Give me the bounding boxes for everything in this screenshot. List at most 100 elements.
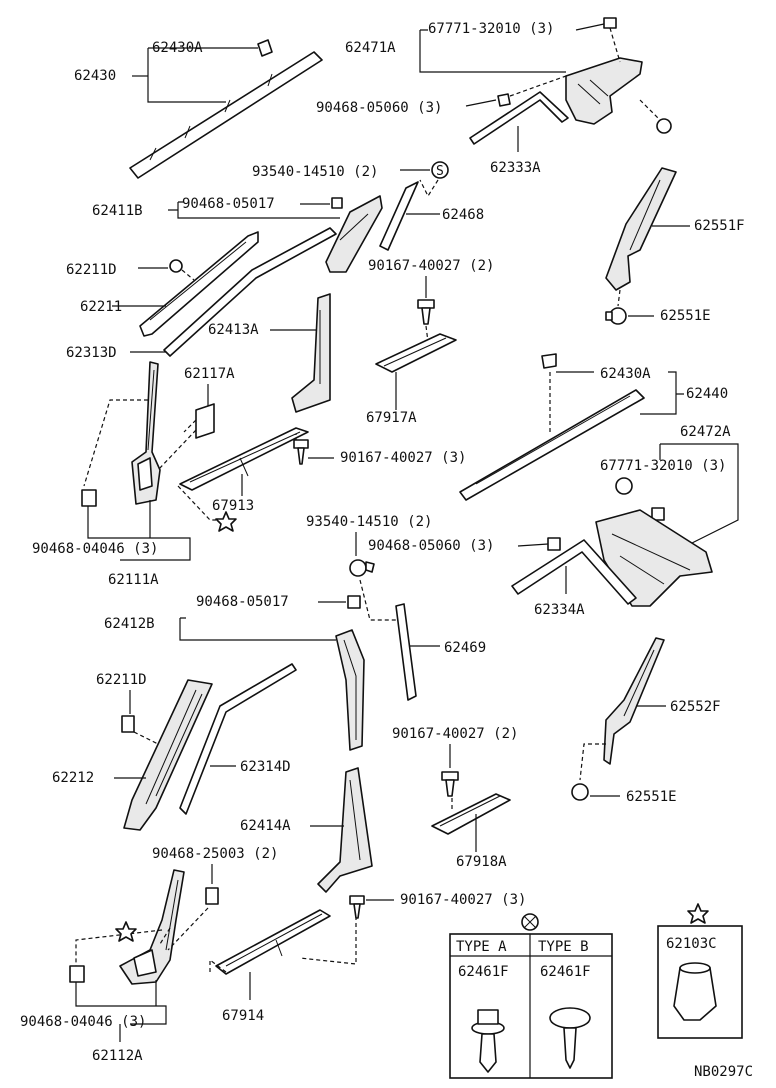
part-67913 — [179, 427, 309, 491]
part-62111A — [131, 361, 161, 505]
part-67914 — [215, 909, 331, 975]
label-62411B: 62411B — [92, 203, 143, 219]
label-62471A: 62471A — [345, 40, 396, 56]
label-62212: 62212 — [52, 770, 94, 786]
part-62333A — [469, 91, 569, 145]
label-90468-05060-mid: 90468-05060 (3) — [368, 538, 494, 554]
label-90468-05060-top: 90468-05060 (3) — [316, 100, 442, 116]
part-62411B — [325, 195, 383, 273]
label-62112A: 62112A — [92, 1048, 143, 1064]
part-62468 — [379, 181, 419, 251]
label-62334A: 62334A — [534, 602, 585, 618]
fastener-type-b — [549, 1007, 591, 1069]
svg-text:S: S — [436, 164, 444, 179]
clip-90468-05017-mid — [347, 595, 361, 609]
label-62551F: 62551F — [694, 218, 745, 234]
label-62412B: 62412B — [104, 616, 155, 632]
label-90167-bot: 90167-40027 (3) — [400, 892, 526, 908]
label-67771-mid: 67771-32010 (3) — [600, 458, 726, 474]
label-62414A: 62414A — [240, 818, 291, 834]
label-67913: 67913 — [212, 498, 254, 514]
label-67918A: 67918A — [456, 854, 507, 870]
label-62211D-top: 62211D — [66, 262, 117, 278]
part-62117A — [195, 403, 215, 439]
clip-62103C-legend-box: 62103C — [657, 925, 743, 1039]
part-62469 — [395, 603, 417, 701]
figure-code: NB0297C — [694, 1064, 753, 1080]
clip-62211D-bot — [121, 715, 135, 733]
label-62552F: 62552F — [670, 699, 721, 715]
clip-90468-05060-top — [497, 93, 511, 107]
label-62211: 62211 — [80, 299, 122, 315]
clip-90468-04046-bot — [69, 965, 85, 983]
label-type-b: TYPE B — [538, 939, 589, 955]
label-90167-mid: 90167-40027 (3) — [340, 450, 466, 466]
part-62112A — [119, 869, 185, 985]
label-62551E-top: 62551E — [660, 308, 711, 324]
type-legend-box: TYPE A TYPE B 62461F 62461F — [449, 933, 613, 1079]
screw-90167-top — [417, 299, 435, 325]
label-62211D-bot: 62211D — [96, 672, 147, 688]
clip-62551E-top — [605, 307, 627, 325]
label-62551E-bot: 62551E — [626, 789, 677, 805]
star-marker-mid — [215, 511, 237, 532]
clip-90468-05060-mid — [547, 537, 561, 551]
label-62103C: 62103C — [666, 936, 717, 952]
label-62461F-b: 62461F — [540, 964, 591, 980]
label-90468-05017-mid: 90468-05017 — [196, 594, 289, 610]
part-62412B — [335, 629, 365, 751]
clip-90468-04046-top — [81, 489, 97, 507]
part-62413A — [291, 293, 331, 413]
label-67771-top: 67771-32010 (3) — [428, 21, 554, 37]
label-62333A: 62333A — [490, 160, 541, 176]
screw-90167-bot — [349, 895, 365, 919]
label-93540-mid: 93540-14510 (2) — [306, 514, 432, 530]
part-62313D — [163, 227, 337, 357]
label-90468-05017-top: 90468-05017 — [182, 196, 275, 212]
part-67917A — [375, 333, 457, 373]
label-62430: 62430 — [74, 68, 116, 84]
part-62551F — [605, 167, 677, 291]
label-90468-04046-top: 90468-04046 (3) — [32, 541, 158, 557]
part-62212 — [123, 679, 213, 831]
part-62430 — [129, 39, 323, 179]
label-62468: 62468 — [442, 207, 484, 223]
label-93540-top: 93540-14510 (2) — [252, 164, 378, 180]
part-62552F — [603, 637, 665, 765]
label-90468-25003: 90468-25003 (2) — [152, 846, 278, 862]
label-62469: 62469 — [444, 640, 486, 656]
label-90468-04046-bot: 90468-04046 (3) — [20, 1014, 146, 1030]
part-62314D — [179, 663, 297, 815]
star-marker-bot — [115, 921, 137, 942]
label-67917A: 67917A — [366, 410, 417, 426]
clip-62551E-bot — [571, 783, 589, 801]
clip-90468-05017-top — [331, 197, 343, 209]
part-62471A — [565, 57, 643, 125]
label-62430A-mid: 62430A — [600, 366, 651, 382]
label-62440: 62440 — [686, 386, 728, 402]
star-marker-legend — [687, 903, 709, 924]
clip-67771-mid — [651, 507, 665, 521]
label-90167-low: 90167-40027 (2) — [392, 726, 518, 742]
label-67914: 67914 — [222, 1008, 264, 1024]
clip-62430A-mid — [541, 353, 557, 369]
s-circle-marker-mid — [349, 559, 375, 577]
label-62117A: 62117A — [184, 366, 235, 382]
part-62211 — [139, 231, 259, 337]
label-62314D: 62314D — [240, 759, 291, 775]
clip-90468-25003 — [205, 887, 219, 905]
part-62472A — [595, 509, 713, 607]
part-67918A — [431, 793, 511, 835]
screw-90167-mid — [293, 439, 309, 465]
s-circle-marker-top: S — [431, 161, 449, 179]
flower-fastener-mid — [615, 477, 633, 495]
label-62111A: 62111A — [108, 572, 159, 588]
clip-62211D-top — [169, 259, 195, 281]
label-62413A: 62413A — [208, 322, 259, 338]
fastener-type-a — [471, 1009, 505, 1073]
flower-marker-legend — [521, 913, 539, 931]
part-62414A — [317, 767, 373, 893]
flower-fastener-top — [639, 99, 672, 134]
screw-90167-low — [441, 771, 459, 797]
